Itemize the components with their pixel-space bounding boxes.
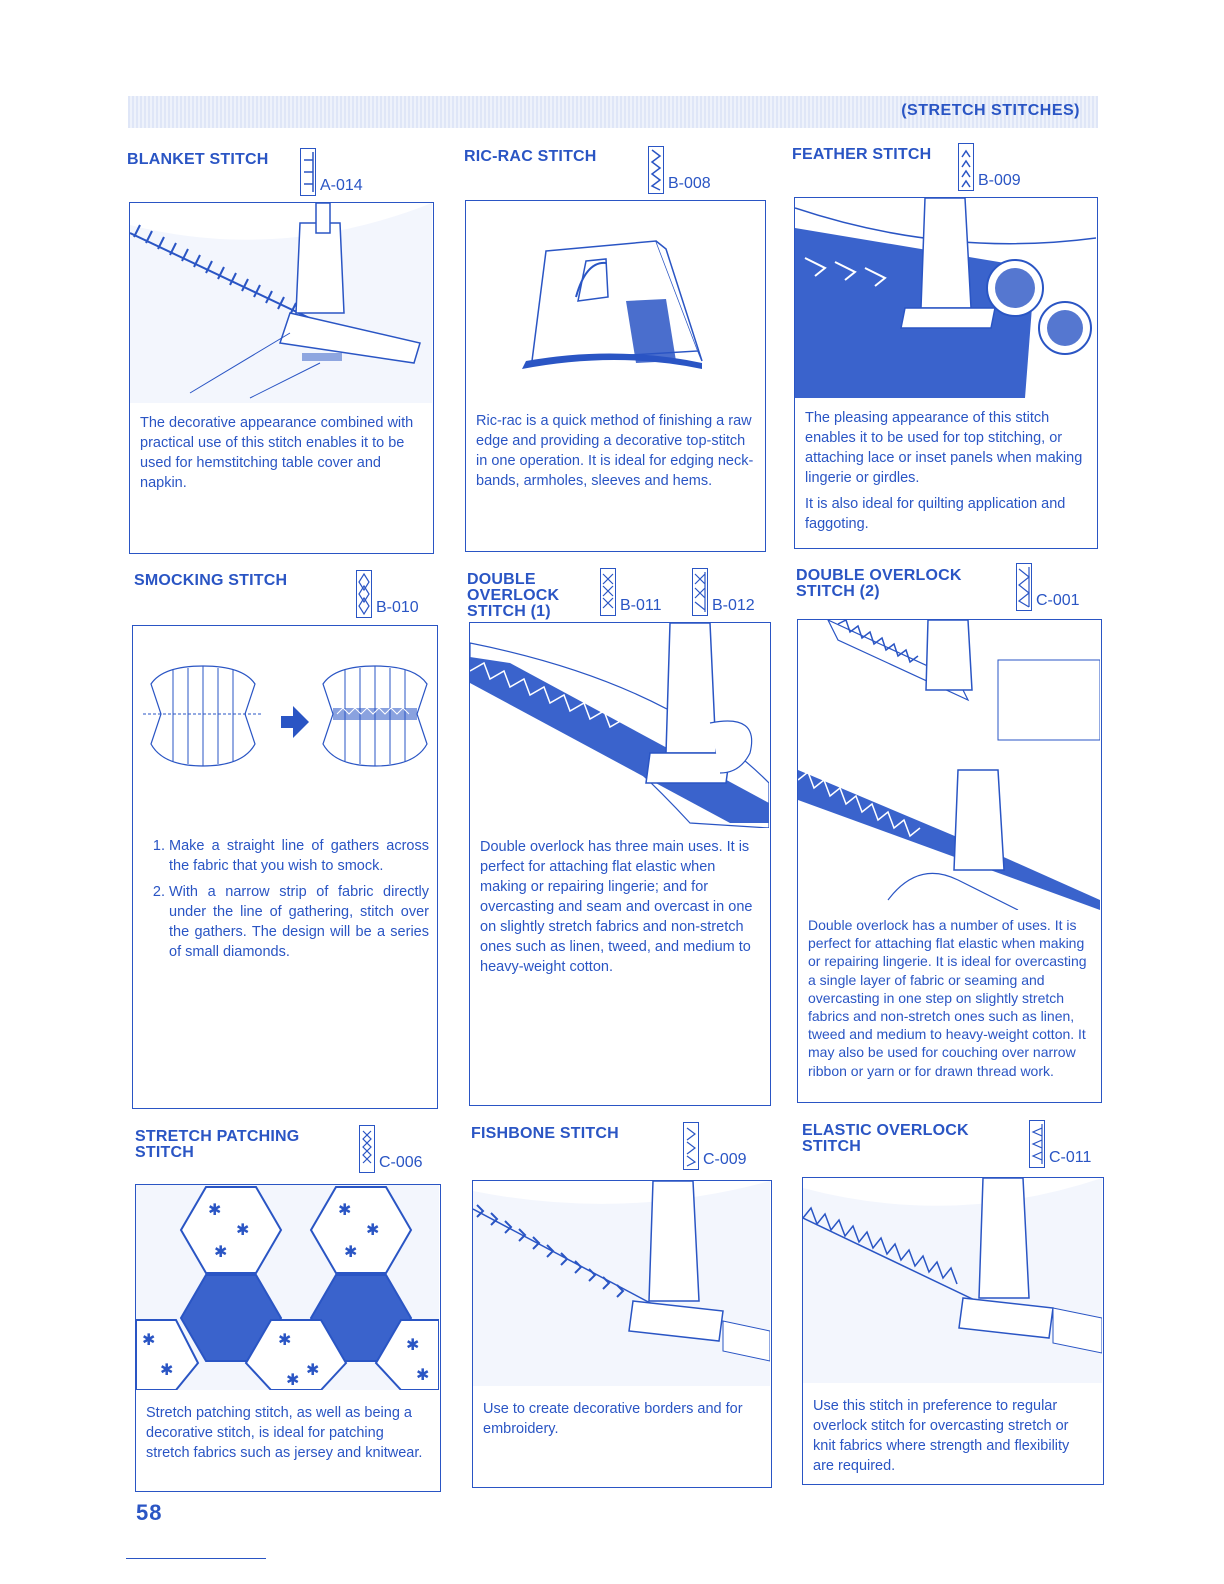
feather-illustration	[795, 198, 1096, 398]
double-overlock-1-icon-b	[692, 568, 708, 616]
double-overlock-2-illustration	[798, 620, 1100, 910]
feather-stitch-icon	[958, 143, 974, 191]
smocking-code: B-010	[356, 570, 419, 618]
blanket-stitch-title: BLANKET STITCH	[127, 151, 269, 168]
stretch-patching-panel: ✱ ✱ ✱ ✱ ✱ ✱ ✱ ✱ ✱ ✱ ✱ ✱ ✱ Stretch patching stitc…	[135, 1184, 441, 1492]
svg-text:✱: ✱	[160, 1360, 173, 1379]
ricrac-code-label: B-008	[668, 175, 711, 192]
double-overlock-2-title: DOUBLE OVERLOCK STITCH (2)	[796, 567, 962, 600]
ricrac-stitch-icon	[648, 146, 664, 194]
footer-rule	[126, 1558, 266, 1559]
smocking-panel: Make a straight line of gathers across t…	[132, 625, 438, 1109]
ricrac-panel: Ric-rac is a quick method of finishing a…	[465, 200, 766, 552]
double-overlock-1-code-b-label: B-012	[712, 597, 755, 614]
feather-stitch-title: FEATHER STITCH	[792, 146, 932, 163]
stretch-patching-code-label: C-006	[379, 1154, 423, 1171]
smocking-code-label: B-010	[376, 599, 419, 616]
stretch-patching-icon	[359, 1125, 375, 1173]
double-overlock-2-panel: Double overlock has a number of uses. It…	[797, 619, 1102, 1103]
double-overlock-1-icon-a	[600, 568, 616, 616]
ricrac-code: B-008	[648, 146, 711, 194]
fishbone-description: Use to create decorative borders and for…	[483, 1401, 743, 1437]
section-header-title: (STRETCH STITCHES)	[901, 102, 1080, 119]
elastic-overlock-code: C-011	[1029, 1120, 1091, 1168]
svg-text:✱: ✱	[344, 1242, 357, 1261]
stretch-patching-code: C-006	[359, 1125, 423, 1173]
stretch-patching-illustration: ✱ ✱ ✱ ✱ ✱ ✱ ✱ ✱ ✱ ✱ ✱ ✱ ✱	[136, 1185, 439, 1390]
double-overlock-1-panel: Double overlock has three main uses. It …	[469, 622, 771, 1106]
fishbone-code: C-009	[683, 1122, 747, 1170]
blanket-description: The decorative appearance combined with …	[140, 415, 414, 491]
elastic-overlock-panel: Use this stitch in preference to regular…	[802, 1177, 1104, 1485]
blanket-code: A-014	[300, 148, 363, 196]
double-overlock-1-title: DOUBLE OVERLOCK STITCH (1)	[467, 571, 560, 620]
ricrac-stitch-title: RIC-RAC STITCH	[464, 148, 597, 165]
fishbone-code-label: C-009	[703, 1151, 747, 1168]
svg-text:✱: ✱	[214, 1242, 227, 1261]
double-overlock-1-illustration	[470, 623, 769, 828]
svg-text:✱: ✱	[278, 1330, 291, 1349]
fishbone-stitch-title: FISHBONE STITCH	[471, 1125, 619, 1142]
smocking-steps: Make a straight line of gathers across t…	[143, 836, 429, 968]
elastic-overlock-icon	[1029, 1120, 1045, 1168]
ricrac-description: Ric-rac is a quick method of finishing a…	[476, 413, 754, 489]
smocking-stitch-icon	[356, 570, 372, 618]
blanket-illustration	[130, 203, 432, 403]
double-overlock-1-code-b: B-012	[692, 568, 755, 616]
svg-text:✱: ✱	[366, 1220, 379, 1239]
feather-code-label: B-009	[978, 172, 1021, 189]
blanket-code-label: A-014	[320, 177, 363, 194]
ricrac-illustration	[522, 240, 703, 369]
elastic-overlock-title: ELASTIC OVERLOCK STITCH	[802, 1122, 969, 1155]
svg-text:✱: ✱	[208, 1200, 221, 1219]
fishbone-stitch-icon	[683, 1122, 699, 1170]
svg-text:✱: ✱	[306, 1360, 319, 1379]
stretch-patching-title: STRETCH PATCHING STITCH	[135, 1128, 300, 1161]
svg-text:✱: ✱	[338, 1200, 351, 1219]
svg-text:✱: ✱	[236, 1220, 249, 1239]
smocking-step-1: Make a straight line of gathers across t…	[169, 836, 429, 876]
smocking-illustration	[143, 665, 428, 767]
elastic-overlock-description: Use this stitch in preference to regular…	[813, 1398, 1070, 1474]
svg-text:✱: ✱	[286, 1370, 299, 1389]
double-overlock-2-code-label: C-001	[1036, 592, 1080, 609]
double-overlock-2-icon	[1016, 563, 1032, 611]
svg-text:✱: ✱	[406, 1335, 419, 1354]
page-number: 58	[136, 1500, 163, 1525]
double-overlock-2-description: Double overlock has a number of uses. It…	[808, 917, 1087, 1079]
feather-description-2: It is also ideal for quilting applicatio…	[805, 496, 1066, 532]
double-overlock-1-description: Double overlock has three main uses. It …	[480, 839, 753, 975]
double-overlock-2-code: C-001	[1016, 563, 1080, 611]
blanket-panel: The decorative appearance combined with …	[129, 202, 434, 554]
elastic-overlock-code-label: C-011	[1049, 1149, 1092, 1166]
double-overlock-1-code-a-label: B-011	[620, 597, 662, 614]
feather-code: B-009	[958, 143, 1021, 191]
svg-text:✱: ✱	[142, 1330, 155, 1349]
blanket-stitch-icon	[300, 148, 316, 196]
header-band: (STRETCH STITCHES)	[128, 96, 1098, 128]
svg-text:✱: ✱	[416, 1365, 429, 1384]
smocking-stitch-title: SMOCKING STITCH	[134, 572, 288, 589]
elastic-overlock-illustration	[803, 1178, 1102, 1383]
smocking-step-2: With a narrow strip of fabric directly u…	[169, 882, 429, 962]
feather-description-1: The pleasing appearance of this stitch e…	[805, 410, 1083, 486]
feather-panel: The pleasing appearance of this stitch e…	[794, 197, 1098, 549]
fishbone-panel: Use to create decorative borders and for…	[472, 1180, 772, 1488]
fishbone-illustration	[473, 1181, 770, 1386]
stretch-patching-description: Stretch patching stitch, as well as bein…	[146, 1405, 423, 1461]
double-overlock-1-code-a: B-011	[600, 568, 662, 616]
